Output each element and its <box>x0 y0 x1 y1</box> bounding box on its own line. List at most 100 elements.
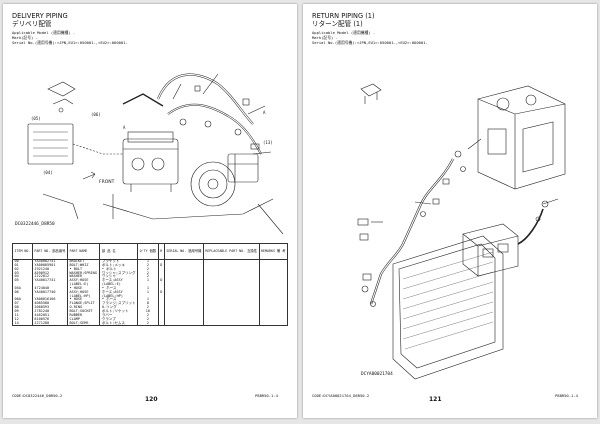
col-r: R <box>157 243 165 260</box>
cell-remarks <box>258 313 289 318</box>
left-header: DELIVERY PIPING デリベリ配管 Applicable Model … <box>12 12 128 46</box>
cell-r <box>157 271 165 276</box>
cell-part-name: BOLT;WHIZ <box>66 263 101 268</box>
cell-serial <box>163 309 204 314</box>
cell-part-name: RUBBER <box>66 313 101 318</box>
cell-remarks <box>258 317 289 322</box>
cell-jp-name: • ボルト <box>99 267 139 272</box>
cell-item: 14 <box>12 321 33 327</box>
cell-r: D <box>157 263 165 268</box>
cell-serial <box>163 283 204 287</box>
cell-serial <box>163 302 204 307</box>
cell-remarks <box>258 259 289 264</box>
callout-a2: A <box>123 125 126 130</box>
cell-r <box>157 298 165 303</box>
cell-r <box>157 306 165 310</box>
cell-remarks <box>258 290 289 295</box>
col-qty: Q'TY 個数 <box>137 243 159 260</box>
cell-jp-name: ボルト;ソケット <box>99 309 139 314</box>
delivery-piping-drawing: (05) (04) (06) A A (13) <box>27 73 284 235</box>
cell-remarks <box>258 275 289 280</box>
right-ref: P8BR50-1-4 <box>555 393 578 398</box>
callout-06: (06) <box>91 112 101 117</box>
cell-jp-name: ボルト;メッキ <box>99 263 139 268</box>
cell-r <box>157 309 165 314</box>
cell-serial <box>163 306 204 310</box>
cell-part-name: (LABEL:E) <box>66 282 101 287</box>
cell-replaceable <box>202 321 260 327</box>
col-item: ITEM NO. <box>12 243 33 260</box>
right-applicable-model: Applicable Model (適用機種) - <box>312 30 376 36</box>
cell-r <box>157 267 165 272</box>
cell-r <box>157 283 165 287</box>
cell-r: D <box>157 290 165 295</box>
cell-jp-name: ブラケット <box>99 259 139 264</box>
right-header: RETURN PIPING (1) リターン配管 (1) Applicable … <box>312 12 428 46</box>
cell-part-name: • HOSE <box>66 286 101 291</box>
col-part-no: PART NO. 部品番号 <box>31 243 68 260</box>
cell-remarks <box>258 321 289 327</box>
cell-r: D <box>157 278 165 284</box>
cell-remarks <box>258 263 289 268</box>
cell-part-name: CLAMP <box>66 317 101 322</box>
cell-jp-name: ワッシャ <box>99 275 139 280</box>
cell-part-name: O-RING <box>66 305 101 310</box>
left-title-en: DELIVERY PIPING <box>12 12 68 20</box>
cell-r <box>157 286 165 291</box>
left-page: DELIVERY PIPING デリベリ配管 Applicable Model … <box>3 4 297 418</box>
callout-04: (04) <box>43 170 53 175</box>
right-title-en: RETURN PIPING (1) <box>312 12 375 20</box>
cell-part-name: WASHER <box>66 275 101 280</box>
cell-serial <box>163 259 204 264</box>
left-page-number: 120 <box>145 396 158 403</box>
parts-table: ITEM NO. PART NO. 部品番号 PART NAME 部 品 名 Q… <box>12 243 289 327</box>
right-footer-code: CODE:DCYA00021704_D8R50-2 <box>312 393 370 398</box>
cell-remarks <box>258 271 289 276</box>
callout-13: (13) <box>263 140 273 145</box>
cell-serial <box>163 317 204 322</box>
cell-serial <box>163 313 204 318</box>
callout-a1: A <box>263 110 266 115</box>
cell-remarks <box>258 309 289 314</box>
cell-serial <box>163 279 204 284</box>
return-piping-drawing <box>357 83 566 380</box>
table-row: (LABEL:E)(LABEL:E) <box>12 282 289 287</box>
cell-r <box>157 294 165 299</box>
left-ref: P8BR50-1-4 <box>255 393 278 398</box>
right-title-jp: リターン配管 (1) <box>312 19 363 28</box>
cell-part-name: WASHER;SPRING <box>66 271 101 276</box>
left-applicable-model: Applicable Model (適用機種) - <box>12 30 76 36</box>
cell-part-name: (LABEL:HP) <box>66 294 101 299</box>
right-serial: Serial No.(適用号機):<JPN,EU1>:050001-,<EU2>… <box>312 40 428 46</box>
cell-jp-name: ワッシャ;スプリング <box>99 271 139 276</box>
cell-r <box>157 321 165 327</box>
cell-jp-name: ラバー <box>99 313 139 318</box>
cell-jp-name: (LABEL:E) <box>99 282 139 287</box>
cell-r <box>157 259 165 264</box>
col-remarks: REMARKS 備 考 <box>258 243 289 260</box>
cell-serial <box>163 271 204 276</box>
cell-r <box>157 302 165 307</box>
cell-serial <box>163 321 204 327</box>
cell-serial <box>163 290 204 295</box>
cell-part-name: • BOLT <box>66 267 101 272</box>
cell-serial <box>163 275 204 280</box>
cell-jp-name: クランプ <box>99 317 139 322</box>
cell-jp-name: フランジ;スプリット <box>99 301 139 307</box>
cell-serial <box>163 263 204 268</box>
table-row: (LABEL:HP)(LABEL:HP) <box>12 294 289 299</box>
cell-jp-name: ボルト;セムス <box>99 321 139 327</box>
col-jp-name: 部 品 名 <box>99 243 139 260</box>
callout-05: (05) <box>31 116 41 121</box>
